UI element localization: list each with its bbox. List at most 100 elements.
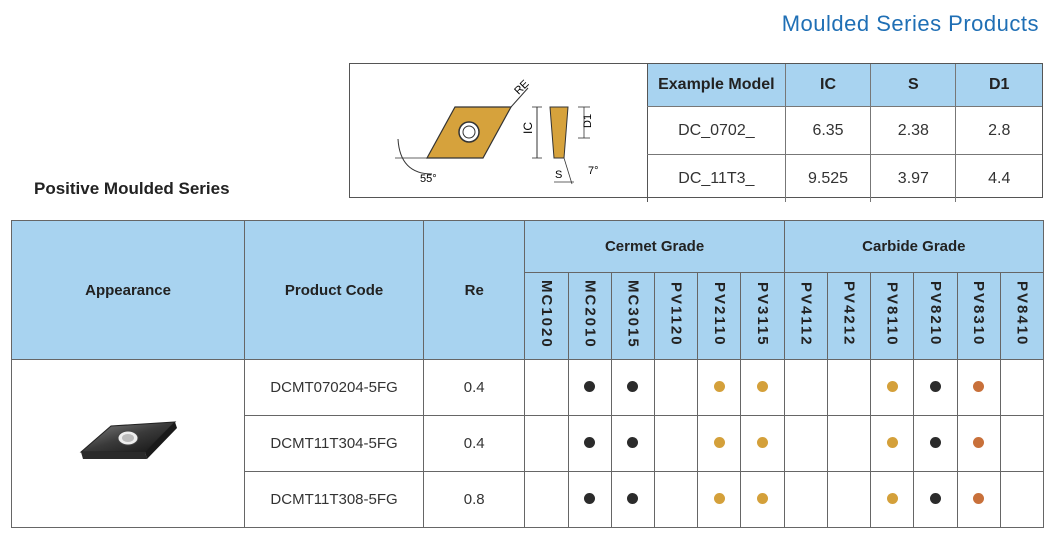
grade-cell-pv1120	[654, 359, 699, 416]
grade-header-pv4112: PV4112	[783, 272, 828, 360]
example-row: DC_0702_ 6.35 2.38 2.8	[647, 106, 1042, 155]
product-table: Appearance Product Code Re Cermet Grade …	[10, 220, 1045, 528]
grade-cell-pv1120	[654, 415, 699, 472]
grade-cell-pv2110	[697, 359, 742, 416]
availability-dot	[757, 493, 769, 504]
grade-cell-mc2010	[567, 471, 612, 528]
insert-diagram: RE 55° IC D1 S 7°	[395, 78, 599, 185]
grade-cell-pv8110	[870, 471, 915, 528]
d1-label: D1	[582, 114, 594, 128]
insert-hole	[458, 121, 480, 143]
header-cermet-grade: Cermet Grade	[524, 220, 785, 273]
grade-label: PV2110	[710, 281, 728, 347]
grade-cell-pv3115	[740, 415, 785, 472]
series-title: Positive Moulded Series	[34, 179, 230, 198]
availability-dot	[627, 381, 639, 392]
grade-cell-pv2110	[697, 471, 742, 528]
grade-cell-pv3115	[740, 471, 785, 528]
grade-cell-pv8410	[999, 359, 1045, 416]
availability-dot	[886, 381, 898, 392]
example-header-ic: IC	[784, 64, 872, 107]
grade-label: PV8110	[883, 281, 901, 347]
grade-label: MC3015	[624, 279, 642, 349]
grade-header-pv8110: PV8110	[870, 272, 915, 360]
grade-cell-pv8210	[913, 471, 958, 528]
ic-label: IC	[521, 122, 535, 134]
header-appearance: Appearance	[10, 220, 246, 360]
availability-dot	[627, 437, 639, 448]
product-code: DCMT070204-5FG	[244, 359, 424, 416]
grade-cell-pv3115	[740, 359, 785, 416]
grade-label: PV3115	[754, 281, 772, 347]
example-model: DC_11T3_	[647, 154, 786, 202]
product-code: DCMT11T304-5FG	[244, 415, 424, 472]
example-row: DC_11T3_ 9.525 3.97 4.4	[647, 154, 1042, 202]
example-table: Example Model IC S D1 DC_0702_ 6.35 2.38…	[647, 64, 1042, 202]
grade-label: MC2010	[581, 279, 599, 349]
availability-dot	[713, 437, 725, 448]
grade-label: PV8310	[970, 281, 988, 347]
grade-cell-mc3015	[610, 415, 656, 472]
grade-cell-pv4212	[826, 359, 872, 416]
grade-header-pv8210: PV8210	[913, 272, 958, 360]
grade-cell-pv4212	[826, 415, 872, 472]
example-header-s: S	[870, 64, 957, 107]
side-view	[549, 106, 569, 159]
example-header-d1: D1	[955, 64, 1042, 107]
header-product-code: Product Code	[244, 220, 424, 360]
grade-header-pv3115: PV3115	[740, 272, 785, 360]
insert-photo	[79, 420, 178, 459]
availability-dot	[757, 437, 769, 448]
grade-cell-pv8210	[913, 359, 958, 416]
grade-label: PV1120	[667, 281, 685, 347]
grade-header-mc1020: MC1020	[524, 272, 569, 360]
availability-dot	[973, 437, 985, 448]
grade-label: PV4112	[797, 281, 815, 347]
product-code: DCMT11T308-5FG	[244, 471, 424, 528]
availability-dot	[584, 493, 596, 504]
grade-header-mc2010: MC2010	[567, 272, 612, 360]
re-value: 0.4	[422, 359, 526, 416]
grade-cell-mc1020	[524, 415, 569, 472]
grade-cell-mc3015	[610, 471, 656, 528]
example-model: DC_0702_	[647, 106, 786, 155]
availability-dot	[627, 493, 639, 504]
header-carbide-grade: Carbide Grade	[783, 220, 1045, 273]
grade-cell-pv8310	[956, 471, 1001, 528]
grade-cell-pv8310	[956, 415, 1001, 472]
availability-dot	[584, 381, 596, 392]
page-title: Moulded Series Products	[781, 11, 1039, 36]
availability-dot	[713, 381, 725, 392]
grade-cell-pv4112	[783, 359, 828, 416]
grade-cell-pv4112	[783, 471, 828, 528]
grade-header-pv8410: PV8410	[999, 272, 1045, 360]
grade-cell-pv8310	[956, 359, 1001, 416]
grade-cell-pv8410	[999, 471, 1045, 528]
availability-dot	[886, 493, 898, 504]
example-ic: 9.525	[784, 154, 872, 202]
re-label: RE	[512, 78, 531, 97]
re-value: 0.4	[422, 415, 526, 472]
availability-dot	[973, 493, 985, 504]
grade-label: PV4212	[840, 281, 858, 347]
availability-dot	[929, 493, 941, 504]
grade-cell-pv1120	[654, 471, 699, 528]
grade-cell-pv8410	[999, 415, 1045, 472]
grade-header-mc3015: MC3015	[610, 272, 656, 360]
header-re: Re	[422, 220, 526, 360]
example-s: 2.38	[870, 106, 957, 155]
grade-cell-pv4112	[783, 415, 828, 472]
grade-cell-pv4212	[826, 471, 872, 528]
grade-header-pv1120: PV1120	[654, 272, 699, 360]
availability-dot	[713, 493, 725, 504]
availability-dot	[929, 437, 941, 448]
example-d1: 4.4	[955, 154, 1042, 202]
grade-label: PV8410	[1013, 281, 1031, 347]
clearance-label: 7°	[588, 165, 599, 177]
example-d1: 2.8	[955, 106, 1042, 155]
availability-dot	[929, 381, 941, 392]
grade-cell-mc2010	[567, 359, 612, 416]
grade-cell-mc2010	[567, 415, 612, 472]
